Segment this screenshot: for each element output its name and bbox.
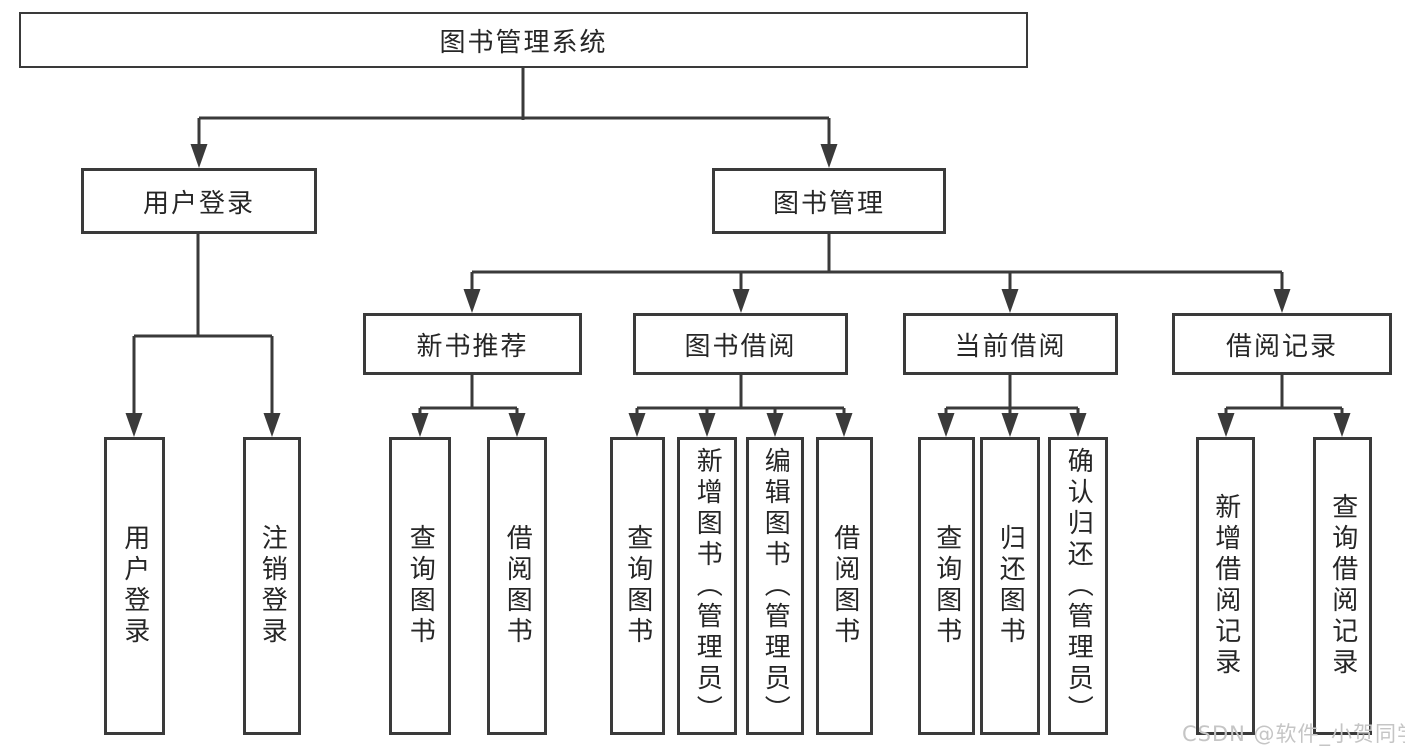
csdn-watermark: CSDN @软件_小贺同学 <box>1182 722 1405 746</box>
node-book-borrowing: 图书借阅 <box>633 313 848 375</box>
connector-lines <box>132 68 1344 419</box>
node-borrowing-records: 借阅记录 <box>1172 313 1392 375</box>
leaf-query-books-2: 查询图书 <box>610 437 665 735</box>
leaf-query-borrow-record: 查询借阅记录 <box>1313 437 1372 735</box>
leaf-confirm-return-admin: 确认归还（管理员） <box>1048 437 1108 735</box>
leaf-borrow-books-2: 借阅图书 <box>816 437 873 735</box>
leaf-add-borrow-record: 新增借阅记录 <box>1196 437 1255 735</box>
leaf-edit-book-admin: 编辑图书（管理员） <box>746 437 804 735</box>
node-new-book-recommendation: 新书推荐 <box>363 313 582 375</box>
leaf-query-books-1: 查询图书 <box>389 437 451 735</box>
node-book-management: 图书管理 <box>712 168 946 234</box>
leaf-return-book: 归还图书 <box>980 437 1040 735</box>
leaf-query-books-3: 查询图书 <box>918 437 975 735</box>
leaf-user-login: 用户登录 <box>104 437 165 735</box>
node-library-management-system: 图书管理系统 <box>19 12 1028 68</box>
leaf-borrow-books-1: 借阅图书 <box>487 437 547 735</box>
node-user-login: 用户登录 <box>81 168 317 234</box>
arrowheads <box>125 144 1351 437</box>
leaf-logout: 注销登录 <box>243 437 301 735</box>
node-current-borrowing: 当前借阅 <box>903 313 1118 375</box>
leaf-add-book-admin: 新增图书（管理员） <box>677 437 737 735</box>
